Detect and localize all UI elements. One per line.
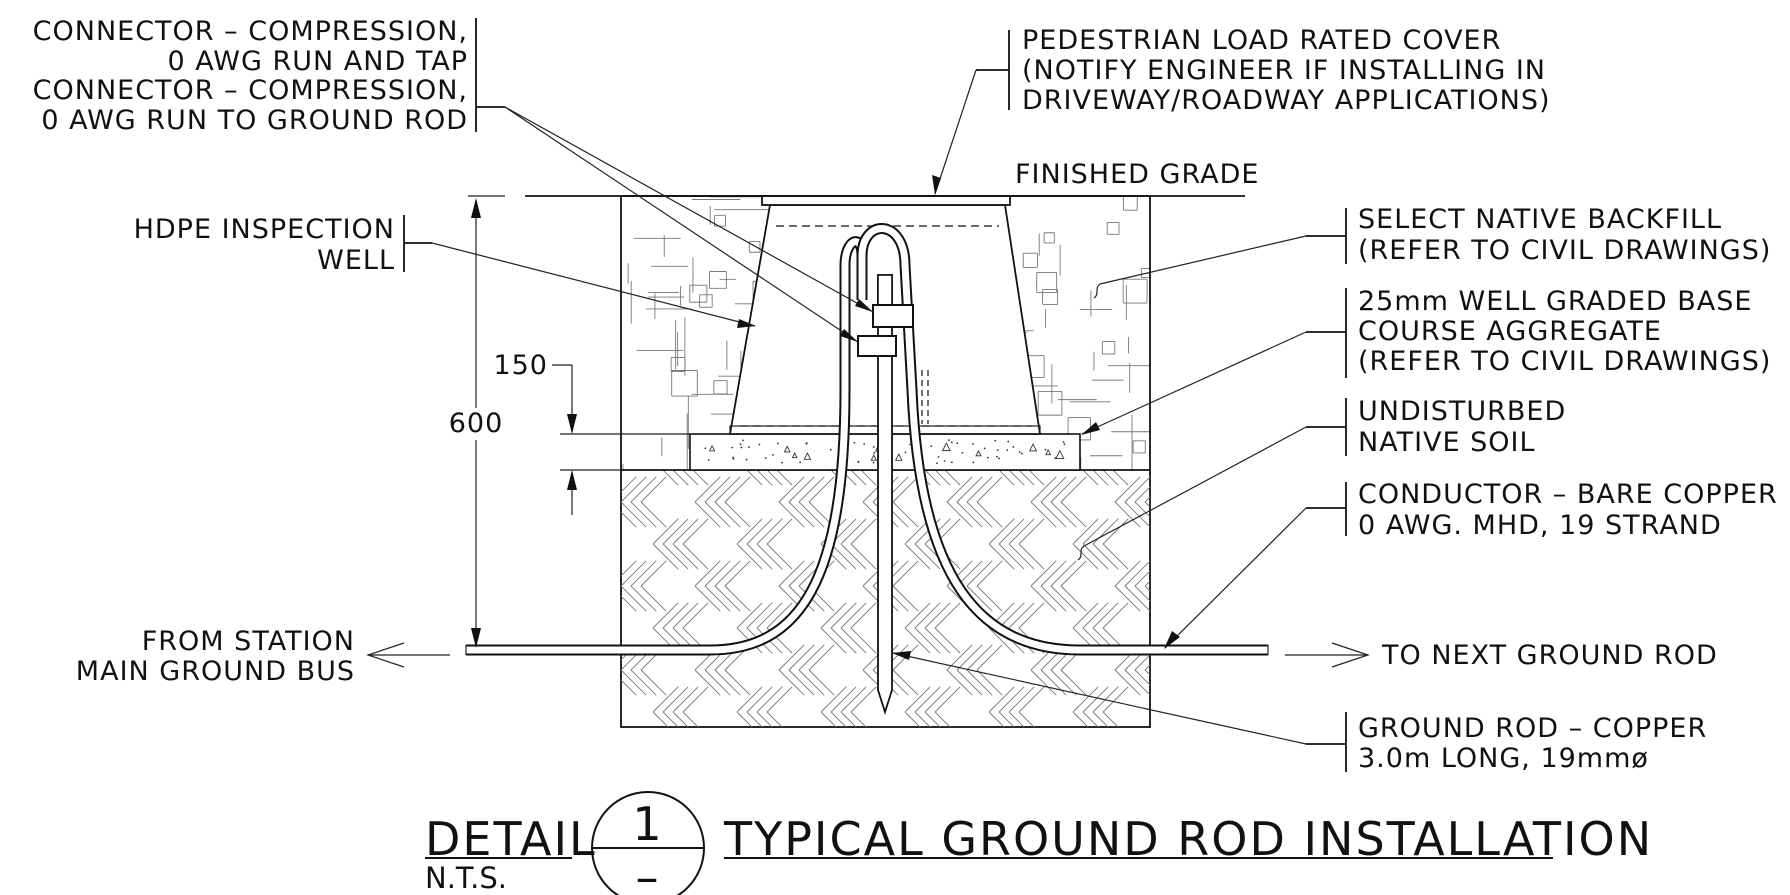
- copper-conductor: [465, 223, 1269, 656]
- conductor-callout: CONDUCTOR – BARE COPPER 0 AWG. MHD, 19 S…: [1164, 479, 1778, 649]
- aggregate-line3: (REFER TO CIVIL DRAWINGS): [1358, 346, 1771, 377]
- sheet-reference: –: [636, 850, 661, 895]
- hdpe-well-callout: HDPE INSPECTION WELL: [134, 214, 756, 328]
- backfill-callout: SELECT NATIVE BACKFILL (REFER TO CIVIL D…: [1093, 204, 1771, 299]
- well-line2: WELL: [317, 245, 395, 276]
- compression-connector-rod: [857, 335, 897, 357]
- cover-line1: PEDESTRIAN LOAD RATED COVER: [1022, 25, 1501, 56]
- compression-connector-tap: [872, 304, 914, 328]
- native-soil-zone: [621, 469, 1150, 727]
- connector-2-line1: CONNECTOR – COMPRESSION,: [33, 75, 468, 106]
- dimension-150-label: 150: [493, 350, 548, 381]
- backfill-line1: SELECT NATIVE BACKFILL: [1358, 204, 1722, 235]
- pedestrian-cover: [761, 195, 1011, 206]
- detail-number: 1: [632, 797, 663, 851]
- aggregate-line2: COURSE AGGREGATE: [1358, 316, 1662, 347]
- dimension-600-label: 600: [449, 408, 504, 439]
- rod-line1: GROUND ROD – COPPER: [1358, 713, 1707, 744]
- soil-line1: UNDISTURBED: [1358, 396, 1566, 427]
- cover-line3: DRIVEWAY/ROADWAY APPLICATIONS): [1022, 85, 1551, 116]
- rod-line2: 3.0m LONG, 19mmø: [1358, 743, 1649, 774]
- dimension-150: 150: [493, 350, 690, 515]
- from-station-line1: FROM STATION: [142, 626, 355, 657]
- connector-1-line1: CONNECTOR – COMPRESSION,: [33, 16, 468, 47]
- title-block: DETAIL N.T.S. 1 – TYPICAL GROUND ROD INS…: [425, 791, 1651, 895]
- from-station-line2: MAIN GROUND BUS: [76, 656, 355, 687]
- dimension-600: 600: [440, 195, 512, 648]
- finished-grade-label: FINISHED GRADE: [1015, 159, 1259, 190]
- native-soil-callout: UNDISTURBED NATIVE SOIL: [1077, 396, 1566, 561]
- aggregate-line1: 25mm WELL GRADED BASE: [1358, 286, 1752, 317]
- ground-rod: [877, 274, 893, 715]
- connector-1-line2: 0 AWG RUN AND TAP: [168, 46, 468, 77]
- connector-2-line2: 0 AWG RUN TO GROUND ROD: [41, 105, 468, 136]
- ground-rod-callout: GROUND ROD – COPPER 3.0m LONG, 19mmø: [892, 651, 1707, 774]
- well-line1: HDPE INSPECTION: [134, 214, 395, 245]
- from-station-callout: FROM STATION MAIN GROUND BUS: [76, 626, 450, 687]
- to-next-label: TO NEXT GROUND ROD: [1381, 640, 1718, 671]
- backfill-line2: (REFER TO CIVIL DRAWINGS): [1358, 235, 1771, 266]
- aggregate-callout: 25mm WELL GRADED BASE COURSE AGGREGATE (…: [1081, 286, 1771, 435]
- cover-callout: PEDESTRIAN LOAD RATED COVER (NOTIFY ENGI…: [932, 25, 1551, 195]
- cover-line2: (NOTIFY ENGINEER IF INSTALLING IN: [1022, 55, 1546, 86]
- conductor-line2: 0 AWG. MHD, 19 STRAND: [1358, 510, 1722, 541]
- to-next-rod-callout: TO NEXT GROUND ROD: [1285, 640, 1718, 671]
- connector-callout: CONNECTOR – COMPRESSION, 0 AWG RUN AND T…: [33, 16, 874, 343]
- soil-line2: NATIVE SOIL: [1358, 427, 1536, 458]
- scale-label: N.T.S.: [425, 861, 507, 895]
- conductor-line1: CONDUCTOR – BARE COPPER: [1358, 479, 1778, 510]
